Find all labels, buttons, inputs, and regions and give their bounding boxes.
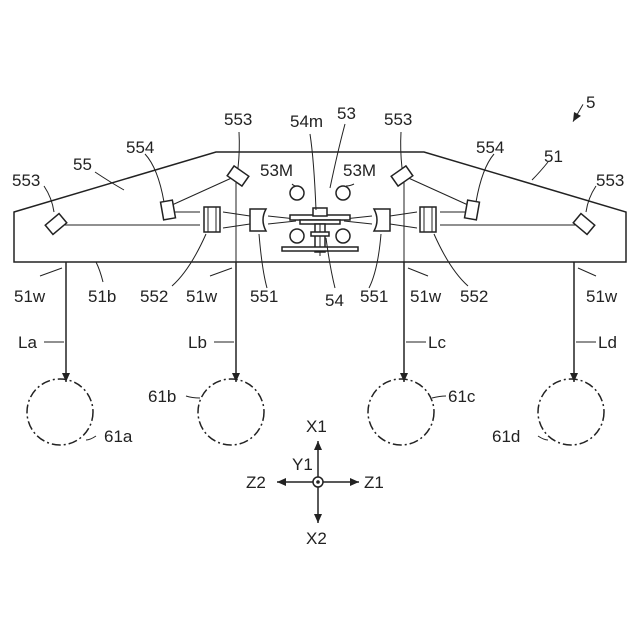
motor-top-right [336,186,350,200]
axis-label-x2: X2 [306,529,327,548]
label-beam-ld: Ld [598,333,617,352]
label-frame-bottom: 51b [88,287,116,306]
label-window-d: 51w [586,287,618,306]
lens-552-left [204,207,220,232]
label-beam-lb: Lb [188,333,207,352]
mirror-553-right [573,214,595,235]
label-target-61a: 61a [104,427,133,446]
label-unit-53: 53 [337,104,356,123]
mirror-553-center-left [227,166,249,186]
axis-label-x1: X1 [306,417,327,436]
label-shaft-54: 54 [325,291,344,310]
label-lens-551-right: 551 [360,287,388,306]
label-target-61c: 61c [448,387,476,406]
label-frame-51: 51 [544,147,563,166]
target-61a [27,379,93,445]
label-window-c: 51w [410,287,442,306]
mirror-554-left [161,200,176,220]
label-shaft-mirror: 54m [290,112,323,131]
target-61b [198,379,264,445]
label-lens-552-right: 552 [460,287,488,306]
axis-label-z1: Z1 [364,473,384,492]
target-61d [538,379,604,445]
lens-552-right [420,207,436,232]
label-lens-551-left: 551 [250,287,278,306]
label-device-5: 5 [586,93,595,112]
label-mirror-553-left: 553 [12,171,40,190]
label-window-a: 51w [14,287,46,306]
label-mirror-553-center-right: 553 [384,110,412,129]
motor-bottom-left [290,229,304,243]
label-optics-55: 55 [73,155,92,174]
label-mirror-554-left: 554 [126,138,154,157]
label-mirror-553-right: 553 [596,171,624,190]
mirror-553-left [45,214,67,235]
lens-551-right [374,209,390,231]
label-beam-la: La [18,333,37,352]
axis-label-z2: Z2 [246,473,266,492]
shaft-assembly [282,208,358,256]
mirror-553-center-right [391,166,413,186]
label-target-61d: 61d [492,427,520,446]
label-motor-right: 53M [343,161,376,180]
motor-top-left [290,186,304,200]
label-mirror-553-center-left: 553 [224,110,252,129]
label-target-61b: 61b [148,387,176,406]
label-mirror-554-right: 554 [476,138,504,157]
mirror-554-right [465,200,480,220]
lens-551-left [250,209,266,231]
motor-bottom-right [336,229,350,243]
label-window-b: 51w [186,287,218,306]
label-lens-552-left: 552 [140,287,168,306]
label-beam-lc: Lc [428,333,446,352]
axis-label-y1: Y1 [292,455,313,474]
label-motor-left: 53M [260,161,293,180]
leader-lines [40,104,596,440]
target-61c [368,379,434,445]
axis-indicator [277,441,359,523]
